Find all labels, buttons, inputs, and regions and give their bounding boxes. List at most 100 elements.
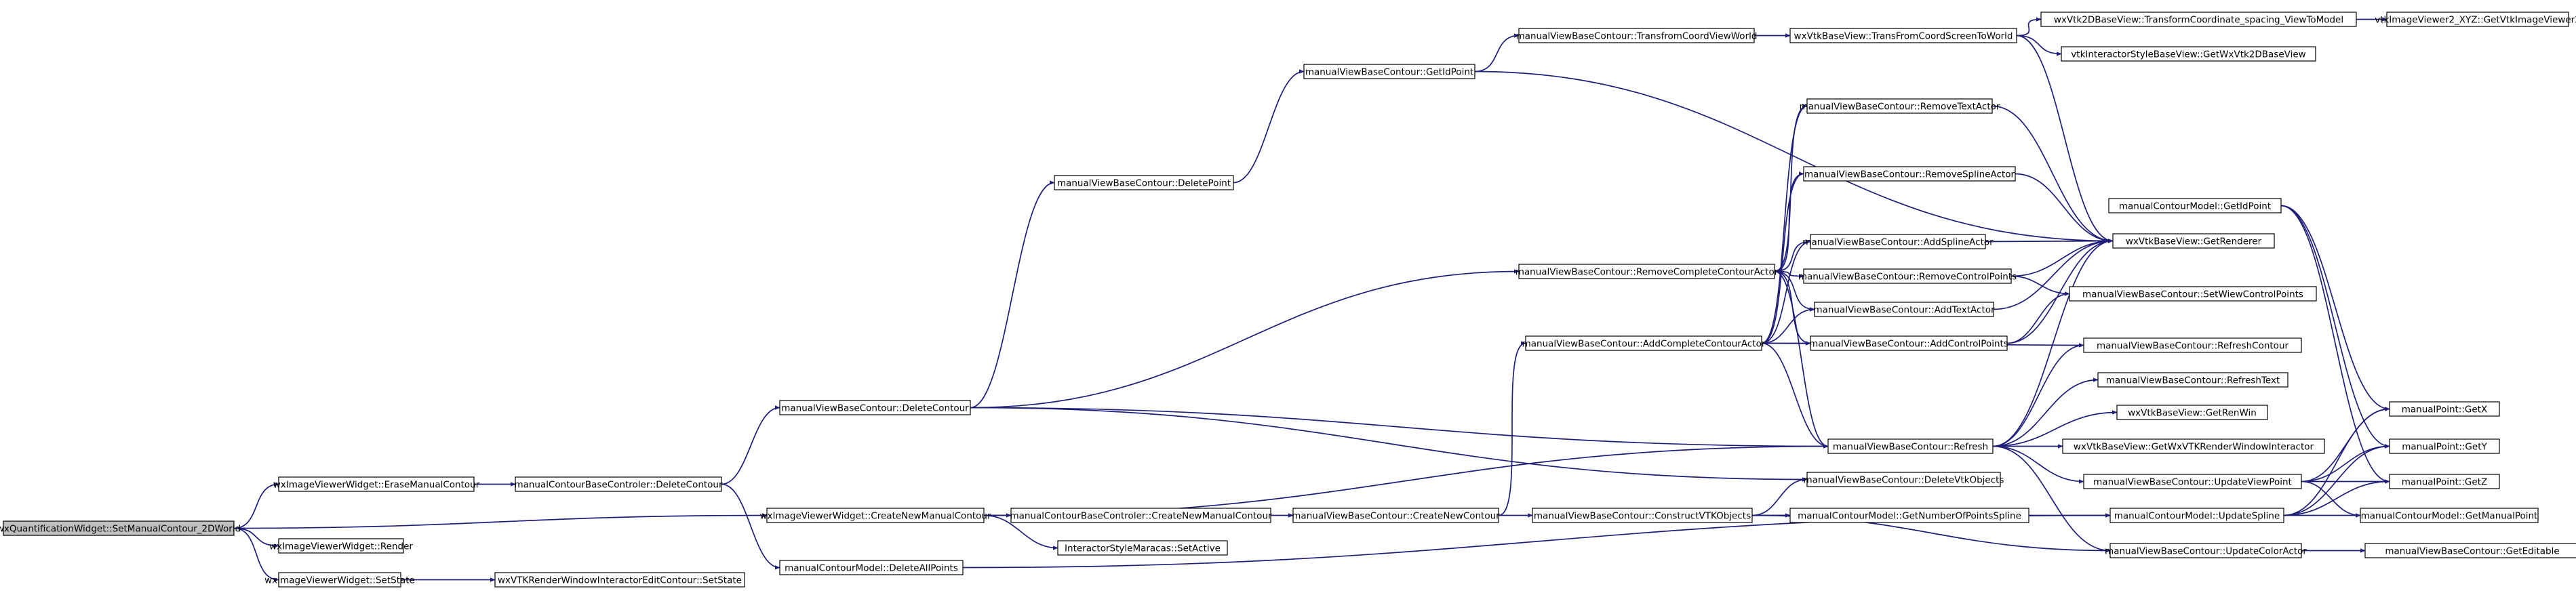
node-label: manualPoint::GetZ — [2402, 477, 2487, 488]
node-num-spline[interactable]: manualContourModel::GetNumberOfPointsSpl… — [1789, 508, 2029, 523]
node-get-wx2-d[interactable]: vtkInteractorStyleBaseView::GetWxVtk2DBa… — [2061, 46, 2316, 62]
node-get-x[interactable]: manualPoint::GetX — [2389, 401, 2500, 417]
node-remove-ctrl[interactable]: manualViewBaseContour::RemoveControlPoin… — [1798, 268, 2017, 284]
edge-ctrlDelete-to-delAll — [721, 483, 780, 570]
node-ctrl-delete[interactable]: manualContourBaseControler::DeleteContou… — [514, 476, 723, 492]
node-create-new[interactable]: wxImageViewerWidget::CreateNewManualCont… — [759, 508, 991, 523]
edge-mcmGetId-to-getX — [2280, 205, 2390, 411]
node-trans-coord[interactable]: manualViewBaseContour::TransfromCoordVie… — [1516, 28, 1758, 43]
node-box — [1810, 335, 2008, 351]
edge-refresh-to-refreshText — [1992, 377, 2099, 447]
node-mcm-get-id[interactable]: manualContourModel::GetIdPoint — [2108, 198, 2282, 213]
node-remove-complete[interactable]: manualViewBaseContour::RemoveCompleteCon… — [1515, 264, 1779, 279]
node-label: manualContourModel::GetNumberOfPointsSpl… — [1798, 511, 2021, 522]
edge-root-to-render — [233, 527, 279, 548]
node-box — [278, 476, 475, 492]
node-box — [766, 508, 985, 523]
node-root[interactable]: wxQuantificationWidget::SetManualContour… — [0, 520, 241, 536]
node-label: manualViewBaseContour::AddSplineActor — [1802, 237, 1994, 248]
node-label: manualContourModel::GetIdPoint — [2119, 201, 2271, 212]
edge-updateSpline-to-getZ — [2283, 479, 2390, 516]
edge-ctrlDelete-to-vbcDelete — [721, 405, 780, 485]
node-label: manualPoint::GetX — [2402, 405, 2487, 415]
node-add-spline[interactable]: manualViewBaseContour::AddSplineActor — [1802, 234, 1994, 249]
node-get-vtk-iv[interactable]: vtkImageViewer2_XYZ::GetVtkImageViewer2 — [2375, 12, 2576, 27]
node-box — [1789, 508, 2029, 523]
node-get-y[interactable]: manualPoint::GetY — [2389, 438, 2500, 454]
node-add-ctrl[interactable]: manualViewBaseContour::AddControlPoints — [1809, 335, 2008, 351]
node-label: manualViewBaseContour::RefreshContour — [2097, 341, 2289, 352]
edge-refresh-to-getRenWin — [1992, 410, 2118, 447]
node-add-text[interactable]: manualViewBaseContour::AddTextActor — [1813, 302, 1995, 317]
node-set-active[interactable]: InteractorStyleMaracas::SetActive — [1057, 540, 1228, 556]
node-box — [1532, 508, 1753, 523]
node-label: wxVtkBaseView::GetWxVTKRenderWindowInter… — [2074, 442, 2314, 453]
node-vbc-create[interactable]: manualViewBaseContour::CreateNewContour — [1292, 508, 1500, 523]
node-label: manualViewBaseContour::DeletePoint — [1057, 178, 1231, 189]
node-remove-spline[interactable]: manualViewBaseContour::RemoveSplineActor — [1803, 166, 2016, 182]
node-label: vtkInteractorStyleBaseView::GetWxVtk2DBa… — [2071, 49, 2305, 60]
node-get-z[interactable]: manualPoint::GetZ — [2389, 474, 2500, 489]
node-trans-screen[interactable]: wxVtkBaseView::TransFromCoordScreenToWor… — [1789, 28, 2017, 43]
node-refresh[interactable]: manualViewBaseContour::Refresh — [1827, 438, 1994, 454]
edge-addComplete-to-refresh — [1761, 342, 1829, 449]
node-remove-text[interactable]: manualViewBaseContour::RemoveTextActor — [1800, 98, 2000, 114]
node-get-renderer[interactable]: wxVtkBaseView::GetRenderer — [2112, 233, 2275, 249]
node-box — [515, 476, 722, 492]
node-get-ren-win[interactable]: wxVtkBaseView::GetRenWin — [2116, 405, 2268, 420]
node-label: manualViewBaseContour::RemoveSplineActor — [1804, 169, 2015, 180]
edge-transScreen-to-getWx2D — [2016, 35, 2062, 56]
node-ctrl-create[interactable]: manualContourBaseControler::CreateNewMan… — [1010, 508, 1272, 523]
edge-removeComplete-to-addText — [1774, 270, 1815, 312]
node-label: wxVtkBaseView::GetRenWin — [2128, 408, 2257, 419]
node-inter-set[interactable]: wxVTKRenderWindowInteractorEditContour::… — [494, 572, 745, 588]
node-get-manual[interactable]: manualContourModel::GetManualPoint — [2360, 508, 2539, 523]
edge-transScreen-to-transSpacing — [2016, 17, 2042, 37]
node-get-editable[interactable]: manualViewBaseContour::GetEditable — [2364, 543, 2576, 558]
node-label: InteractorStyleMaracas::SetActive — [1065, 543, 1221, 554]
edge-transScreen-to-getRenderer — [2016, 35, 2114, 243]
node-label: vtkImageViewer2_XYZ::GetVtkImageViewer2 — [2375, 15, 2576, 26]
node-update-spline[interactable]: manualContourModel::UpdateSpline — [2109, 508, 2284, 523]
node-box — [2389, 401, 2500, 417]
node-label: manualViewBaseContour::AddControlPoints — [1809, 339, 2008, 350]
node-del-all[interactable]: manualContourModel::DeleteAllPoints — [779, 560, 964, 575]
node-erase[interactable]: wxImageViewerWidget::EraseManualContour — [273, 476, 480, 492]
node-label: manualViewBaseContour::AddCompleteContou… — [1522, 339, 1766, 350]
node-label: wxVtk2DBaseView::TransformCoordinate_spa… — [2054, 15, 2343, 26]
edge-vbcDelete-to-deletePoint — [970, 180, 1055, 409]
node-get-id-point[interactable]: manualViewBaseContour::GetIdPoint — [1303, 64, 1475, 79]
node-render[interactable]: wxImageViewerWidget::Render — [269, 538, 413, 554]
edge-refresh-to-updateColor — [1992, 445, 2111, 553]
node-label: manualContourBaseControler::CreateNewMan… — [1010, 511, 1272, 522]
node-add-complete[interactable]: manualViewBaseContour::AddCompleteContou… — [1522, 335, 1766, 351]
node-update-color[interactable]: manualViewBaseContour::UpdateColorActor — [2105, 543, 2307, 558]
node-trans-spacing[interactable]: wxVtk2DBaseView::TransformCoordinate_spa… — [2040, 12, 2357, 27]
node-label: manualContourModel::DeleteAllPoints — [785, 563, 958, 574]
node-label: wxImageViewerWidget::Render — [269, 541, 413, 552]
node-get-wx-rw[interactable]: wxVtkBaseView::GetWxVTKRenderWindowInter… — [2062, 438, 2325, 454]
node-update-view-point[interactable]: manualViewBaseContour::UpdateViewPoint — [2083, 474, 2302, 489]
node-set-wi[interactable]: manualViewBaseContour::SetWiewControlPoi… — [2069, 286, 2317, 302]
edge-getIdPoint-to-getRenderer — [1474, 70, 2114, 243]
node-construct[interactable]: manualViewBaseContour::ConstructVTKObjec… — [1532, 508, 1753, 523]
node-label: manualViewBaseContour::AddTextActor — [1813, 305, 1995, 316]
edge-removeComplete-to-refresh — [1774, 270, 1829, 449]
node-vbc-delete[interactable]: manualViewBaseContour::DeleteContour — [779, 400, 971, 415]
node-box — [1789, 28, 2017, 43]
node-setstate[interactable]: wxImageViewerWidget::SetState — [264, 572, 415, 588]
node-box — [1525, 335, 1762, 351]
node-label: wxImageViewerWidget::CreateNewManualCont… — [759, 511, 991, 522]
edge-updateSpline-to-getX — [2283, 407, 2390, 516]
node-delete-point[interactable]: manualViewBaseContour::DeletePoint — [1054, 175, 1234, 190]
edge-addSpline-to-getRenderer — [1985, 239, 2114, 243]
edge-updateSpline-to-getY — [2283, 444, 2390, 516]
node-box — [779, 400, 971, 415]
edge-removeCtrl-to-getRenderer — [2010, 239, 2114, 277]
node-del-vtk[interactable]: manualViewBaseContour::DeleteVtkObjects — [1804, 472, 2004, 487]
node-refresh-contour[interactable]: manualViewBaseContour::RefreshContour — [2083, 337, 2302, 353]
node-box — [2083, 474, 2302, 489]
edge-vbcDelete-to-removeComplete — [970, 269, 1520, 409]
node-refresh-text[interactable]: manualViewBaseContour::RefreshText — [2097, 372, 2288, 388]
